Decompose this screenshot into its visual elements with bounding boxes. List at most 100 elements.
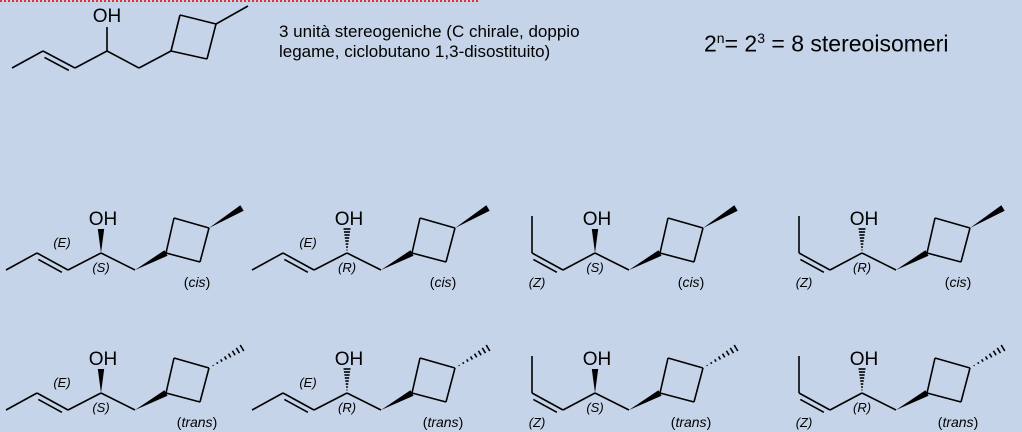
formula-result: = 8 stereoisomeri <box>765 30 949 57</box>
oh-hashed-bond <box>858 368 866 391</box>
ring-bond <box>659 357 669 394</box>
ring-bond <box>934 357 971 369</box>
ring-config-text: cis <box>434 274 451 290</box>
oh-wedge-bond <box>591 369 599 393</box>
carbinol-config-label: (S) <box>586 260 603 275</box>
oh-label: OH <box>89 209 118 230</box>
hash-line <box>717 356 722 360</box>
ring-wedge-bond <box>629 390 662 410</box>
ring-bond <box>445 227 456 263</box>
ring-bond <box>165 252 201 263</box>
carbinol-config-label: (S) <box>586 400 603 415</box>
stereoisomer-3: (Z)OH(S)(cis) <box>529 205 738 290</box>
hash-line <box>469 356 474 360</box>
bond <box>313 252 348 271</box>
double-bond <box>531 252 564 271</box>
ring-bond <box>926 392 962 403</box>
hash-line <box>227 353 232 358</box>
description-line-1: 3 unità stereogeniche (C chirale, doppio <box>279 22 580 41</box>
ring-bond <box>926 252 962 263</box>
hash-line <box>984 356 989 360</box>
hash-line <box>223 356 228 360</box>
hash-line <box>988 353 993 358</box>
ring-wedge-bond <box>135 250 168 270</box>
ring-bond <box>934 217 971 229</box>
methyl-wedge-bond <box>970 205 1005 228</box>
hash-line <box>216 361 219 365</box>
ring-config-label: (cis) <box>678 274 704 290</box>
bond <box>100 392 136 411</box>
ring-config-label: (trans) <box>423 414 463 430</box>
stereo-units-description: 3 unità stereogeniche (C chirale, doppio… <box>279 22 679 62</box>
ring-bond <box>170 14 181 52</box>
ring-bond <box>693 367 704 403</box>
bond <box>861 252 897 271</box>
ring-bond <box>960 367 971 403</box>
double-bond-inner <box>37 258 63 274</box>
double-bond-inner <box>283 398 309 414</box>
double-bond <box>36 252 69 271</box>
hash-line <box>733 344 739 352</box>
hash-line <box>992 350 997 356</box>
ring-config-text: trans <box>942 414 973 430</box>
stereoisomer-1: (E)OH(S)(cis) <box>5 205 244 290</box>
oh-hashed-bond <box>858 228 866 251</box>
oh-hashed-bond <box>343 368 351 391</box>
bond <box>67 252 102 271</box>
bond <box>251 252 284 271</box>
ring-bond <box>411 392 447 403</box>
stereoisomer-count-formula: 2n= 23 = 8 stereoisomeri <box>704 30 948 58</box>
bond <box>346 252 382 271</box>
ring-config-label: (cis) <box>430 274 456 290</box>
alkene-config-label: (Z) <box>529 275 546 290</box>
oh-wedge-bond <box>97 229 105 253</box>
ring-bond <box>199 227 210 263</box>
ring-config-text: trans <box>675 414 706 430</box>
ring-bond <box>170 50 208 60</box>
hash-line <box>477 350 482 356</box>
formula-exponent-3: 3 <box>757 30 766 46</box>
oh-label: OH <box>89 349 118 370</box>
carbinol-config-label: (S) <box>92 260 109 275</box>
ring-bond <box>165 217 175 254</box>
ring-config-label: (cis) <box>184 274 210 290</box>
bond <box>562 252 596 271</box>
stereoisomer-8: (Z)OH(R)(trans) <box>796 344 1006 430</box>
ring-config-text: cis <box>188 274 205 290</box>
ring-wedge-bond <box>135 390 168 410</box>
oh-label: OH <box>850 209 879 230</box>
formula-exponent-n: n <box>716 30 725 46</box>
oh-label: OH <box>335 209 364 230</box>
double-bond <box>282 392 315 411</box>
ring-config-label: (trans) <box>177 414 217 430</box>
stereoisomer-6: (E)OH(R)(trans) <box>251 344 491 430</box>
ring-bond <box>173 357 210 369</box>
hash-line <box>981 358 984 363</box>
methyl-wedge-bond <box>455 205 490 228</box>
bond <box>313 392 348 411</box>
ring-bond <box>926 357 936 394</box>
double-bond-inner <box>532 398 558 414</box>
formula-eq: = 2 <box>724 30 758 57</box>
double-bond <box>282 252 315 271</box>
double-bond <box>42 50 76 69</box>
bond <box>594 252 630 271</box>
methyl-hashed-bond <box>973 344 1006 367</box>
alkene-config-label: (Z) <box>529 415 546 430</box>
methyl-bond <box>215 5 249 25</box>
ring-config-text: cis <box>682 274 699 290</box>
bond <box>138 50 172 69</box>
bond <box>251 392 284 411</box>
ring-bond <box>411 217 421 254</box>
stereoisomer-7: (Z)OH(S)(trans) <box>529 344 739 430</box>
carbinol-config-label: (R) <box>338 260 356 275</box>
double-bond-inner <box>532 258 558 274</box>
alkene-config-label: (Z) <box>796 415 813 430</box>
bond <box>829 252 863 271</box>
bond <box>11 50 44 69</box>
oh-label: OH <box>93 6 122 27</box>
hash-line <box>714 358 717 363</box>
alkene-config-label: (E) <box>53 375 70 390</box>
ring-bond <box>411 252 447 263</box>
